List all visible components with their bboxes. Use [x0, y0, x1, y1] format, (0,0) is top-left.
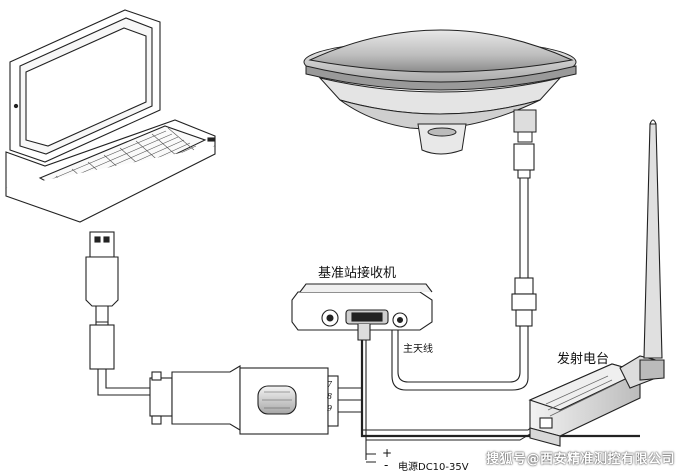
serial-wires — [338, 387, 362, 413]
laptop — [5, 9, 216, 223]
pin-9-label: 9 — [327, 404, 333, 413]
db9-connector — [149, 365, 339, 435]
radio-transmitter — [528, 119, 665, 447]
gnss-antenna — [303, 29, 577, 155]
pin-8-label: 8 — [327, 392, 333, 401]
pin-7-label: 7 — [327, 380, 333, 389]
radio-title: 发射电台 — [557, 352, 610, 367]
watermark: 搜狐号@西安精准测控有限公司 — [485, 452, 675, 467]
antenna-cable — [391, 143, 537, 391]
receiver-title: 基准站接收机 — [318, 266, 397, 281]
power-label: 电源DC10-35V — [398, 462, 469, 473]
base-receiver — [291, 283, 640, 460]
power-minus-label: - — [384, 458, 389, 472]
usb-cable — [85, 231, 150, 396]
main-antenna-label: 主天线 — [403, 344, 433, 355]
power-plus-label: + — [382, 446, 393, 460]
